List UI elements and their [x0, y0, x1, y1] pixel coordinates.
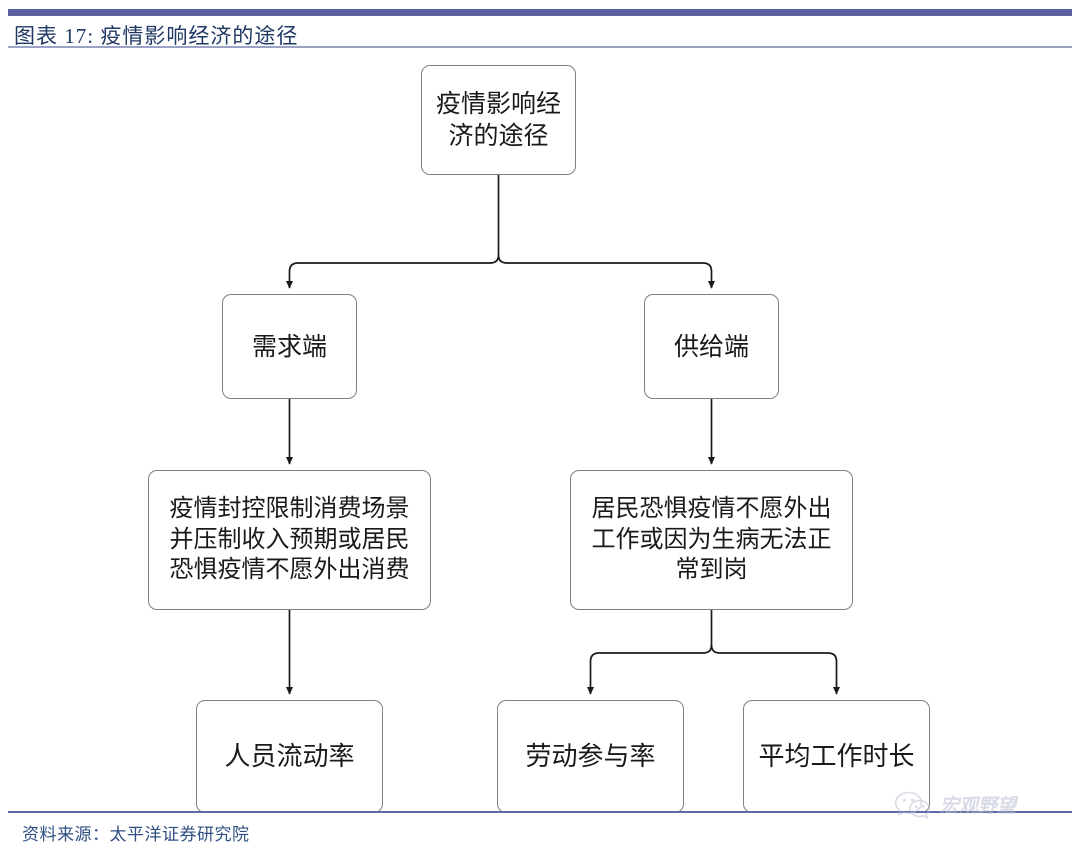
node-demand-detail-label: 疫情封控限制消费场景 并压制收入预期或居民 恐惧疫情不愿外出消费	[169, 494, 410, 584]
header-top-rule	[8, 9, 1072, 16]
node-supply[interactable]: 供给端	[644, 294, 779, 399]
node-mobility-label: 人员流动率	[224, 740, 355, 771]
node-participation[interactable]: 劳动参与率	[497, 700, 684, 813]
edge-root-to-supply	[497, 254, 716, 289]
page-title: 图表 17: 疫情影响经济的途径	[14, 24, 299, 48]
edge-supply-detail-to-hours	[710, 644, 841, 695]
node-supply-label: 供给端	[673, 332, 749, 361]
node-working-hours[interactable]: 平均工作时长	[743, 700, 930, 813]
node-supply-detail-label: 居民恐惧疫情不愿外出 工作或因为生病无法正 常到岗	[591, 494, 832, 584]
node-demand[interactable]: 需求端	[222, 294, 357, 399]
node-root-label: 疫情影响经 济的途径	[435, 90, 561, 150]
edge-root-to-demand	[285, 254, 500, 289]
footer-rule	[8, 811, 1072, 813]
node-root[interactable]: 疫情影响经 济的途径	[421, 65, 576, 175]
source-note: 资料来源：太平洋证券研究院	[22, 825, 250, 844]
header-bottom-rule	[8, 46, 1072, 48]
node-working-hours-label: 平均工作时长	[758, 740, 915, 771]
node-participation-label: 劳动参与率	[525, 740, 656, 771]
node-supply-detail[interactable]: 居民恐惧疫情不愿外出 工作或因为生病无法正 常到岗	[570, 470, 853, 610]
node-demand-detail[interactable]: 疫情封控限制消费场景 并压制收入预期或居民 恐惧疫情不愿外出消费	[148, 470, 431, 610]
node-mobility[interactable]: 人员流动率	[196, 700, 383, 813]
flowchart-edges	[285, 175, 841, 695]
edge-supply-detail-to-participation	[586, 644, 713, 695]
node-demand-label: 需求端	[251, 332, 327, 361]
flowchart-canvas: 疫情影响经 济的途径 需求端 供给端 疫情封控限制消费场景 并压制收入预期或居民…	[0, 50, 1080, 813]
